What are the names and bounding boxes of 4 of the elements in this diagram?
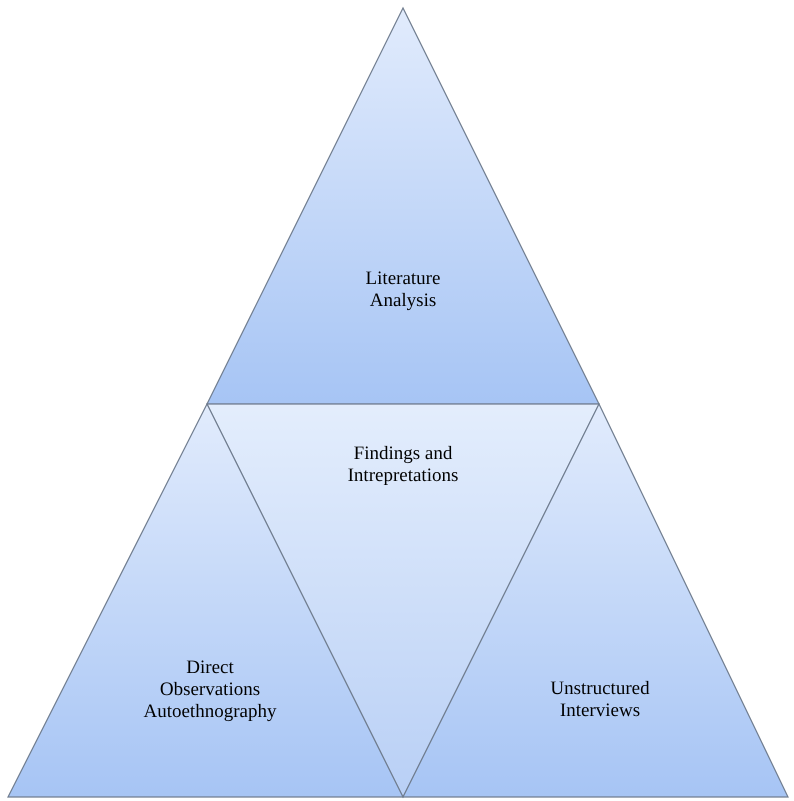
segment-label: Findings and Intrepretations	[346, 443, 460, 487]
segment-label: Unstructured Interviews	[549, 678, 651, 722]
segment-label: Direct Observations Autoethnography	[142, 657, 278, 723]
segment-label: Literature Analysis	[364, 268, 442, 312]
